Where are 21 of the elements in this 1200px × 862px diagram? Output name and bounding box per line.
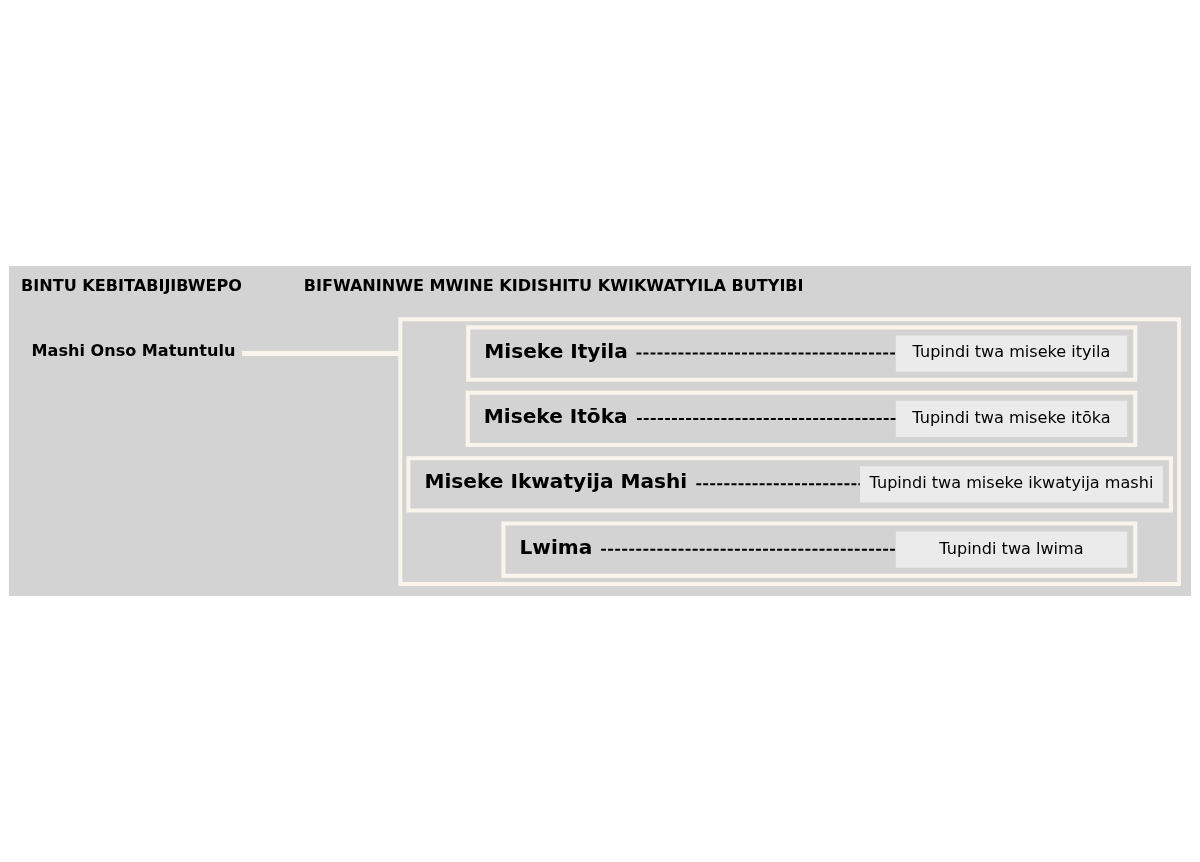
node-text: Miseke Ityila xyxy=(484,338,628,363)
connector xyxy=(636,352,896,355)
node-text: Mashi Onso Matuntulu xyxy=(31,341,236,361)
node-text: Miseke Itōka xyxy=(483,403,628,428)
connector xyxy=(696,483,860,486)
connector xyxy=(636,417,896,420)
node-text: Miseke Ikwatyija Mashi xyxy=(424,469,688,494)
cluster xyxy=(398,317,1181,586)
node-text: Lwima xyxy=(519,534,593,559)
node-box: Tupindi twa lwima xyxy=(895,531,1128,568)
label: BINTU KEBITABIJIBWEPO xyxy=(20,275,242,295)
label: BIFWANINWE MWINE KIDISHITU KWIKWATYILA BUTYIBI xyxy=(303,275,804,295)
connector xyxy=(241,351,401,357)
cluster xyxy=(501,521,1138,578)
cluster xyxy=(465,390,1138,448)
node-box: Tupindi twa miseke itōka xyxy=(895,400,1128,438)
cluster xyxy=(406,456,1173,513)
connector xyxy=(601,548,896,551)
cluster xyxy=(466,325,1138,382)
node-box: Tupindi twa miseke ikwatyija mashi xyxy=(860,466,1163,503)
node-box: Tupindi twa miseke ityila xyxy=(895,335,1128,372)
